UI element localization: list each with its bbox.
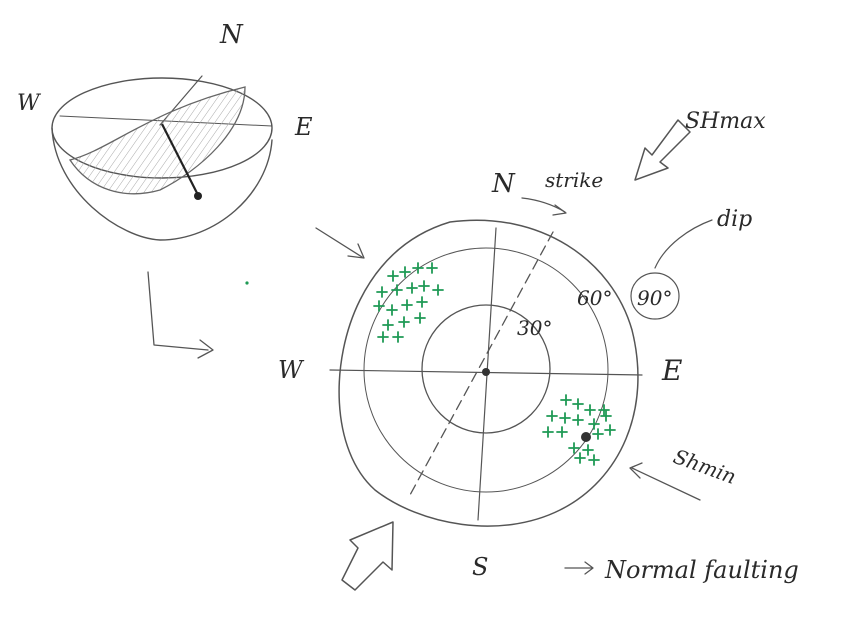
strike-annotation: strike	[521, 168, 603, 216]
stereonet: 30° 60° 90° N S W E	[278, 169, 682, 581]
pole-mark	[406, 282, 418, 294]
pole-mark	[584, 404, 596, 416]
pole-mark	[600, 410, 612, 422]
pole-mark	[401, 299, 413, 311]
shmin-annotation: Shmin	[629, 444, 739, 501]
pole-mark	[376, 286, 388, 298]
result-annotation: Normal faulting	[564, 556, 799, 584]
hemisphere-sketch: N W E	[17, 20, 313, 241]
dip-label: dip	[717, 207, 752, 232]
mean-pole	[581, 432, 591, 442]
stray-mark	[245, 281, 249, 285]
hemisphere-north-label: N	[219, 20, 244, 50]
strike-line	[409, 231, 554, 496]
ring-label-90: 90°	[637, 286, 672, 310]
pole-mark	[572, 398, 584, 410]
pole-mark	[604, 424, 616, 436]
pole-mark	[556, 426, 568, 438]
shmin-arrow	[631, 467, 701, 501]
ring-label-30: 30°	[517, 316, 552, 340]
inclined-plane	[68, 86, 246, 195]
shmax-annotation: SHmax	[341, 109, 766, 591]
pole-mark	[386, 304, 398, 316]
pole-mark	[387, 270, 399, 282]
ring-30	[421, 304, 551, 434]
stereonet-south-label: S	[472, 553, 488, 581]
pole-mark	[399, 266, 411, 278]
connector-arrow	[147, 271, 214, 359]
result-label: Normal faulting	[604, 556, 799, 584]
pole-mark	[412, 262, 424, 274]
pole-mark	[391, 284, 403, 296]
pointer-arrow	[315, 227, 365, 259]
pole-cluster-se	[542, 394, 616, 466]
pole-mark	[572, 414, 584, 426]
center-point	[482, 368, 490, 376]
pole-point	[194, 192, 202, 200]
pole-mark	[377, 331, 389, 343]
pole-mark	[373, 300, 385, 312]
pole-mark	[568, 442, 580, 454]
pole-mark	[418, 280, 430, 292]
stereonet-east-label: E	[661, 354, 682, 387]
stereonet-north-label: N	[491, 169, 516, 199]
pole-mark	[542, 426, 554, 438]
stereonet-west-label: W	[278, 356, 305, 384]
hemisphere-bowl	[51, 127, 273, 241]
pole-mark	[414, 312, 426, 324]
ring-label-60: 60°	[577, 286, 612, 310]
shmin-label: Shmin	[670, 444, 739, 489]
pole-mark	[546, 410, 558, 422]
pole-mark	[392, 331, 404, 343]
shmax-label: SHmax	[685, 109, 766, 134]
pole-mark	[426, 262, 438, 274]
pole-mark	[382, 319, 394, 331]
pole-mark	[592, 428, 604, 440]
pole-cluster-nw	[373, 262, 444, 343]
pole-mark	[398, 316, 410, 328]
hemisphere-east-label: E	[294, 113, 313, 141]
pole-mark	[574, 452, 586, 464]
primitive-circle-90	[338, 219, 639, 527]
dip-annotation: dip	[630, 207, 752, 320]
pole-mark	[560, 394, 572, 406]
pole-mark	[598, 404, 610, 416]
pole-mark	[432, 284, 444, 296]
pole-mark	[588, 454, 600, 466]
pole-mark	[416, 296, 428, 308]
pole-mark	[588, 418, 600, 430]
shmax-arrow-sw	[341, 521, 394, 591]
shmax-arrow-ne	[634, 119, 691, 181]
strike-label: strike	[545, 168, 603, 192]
pole-mark	[559, 412, 571, 424]
hemisphere-west-label: W	[17, 91, 42, 116]
pole-mark	[582, 444, 594, 456]
pole-line	[161, 123, 199, 196]
